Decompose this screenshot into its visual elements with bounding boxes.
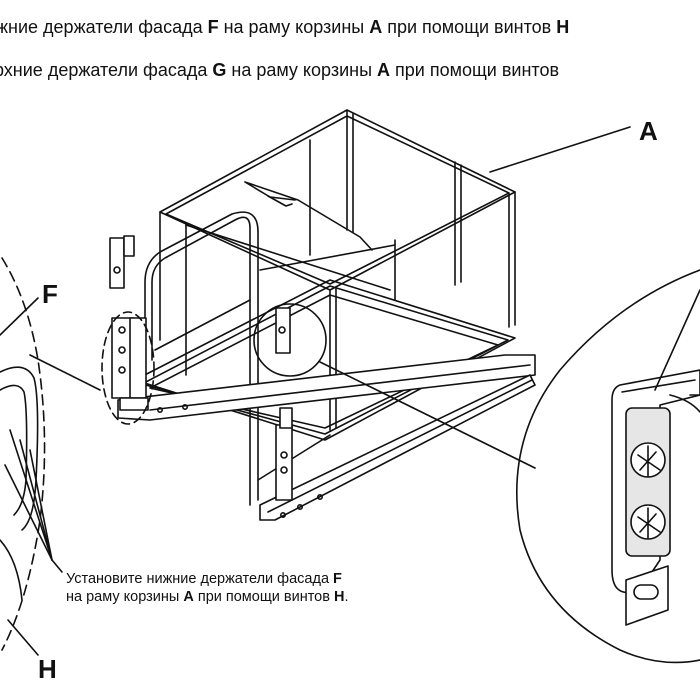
caption-line2-end: . — [344, 589, 349, 605]
front-holder-brackets — [109, 235, 293, 501]
caption-line-1: Установите нижние держатели фасада F — [66, 570, 349, 588]
leader-f — [0, 297, 39, 336]
leader-a — [489, 126, 631, 173]
line2-text-after: при помощи винтов — [390, 60, 560, 80]
caption-line-2: на раму корзины A при помощи винтов H. — [66, 588, 349, 606]
detail-ellipse-left — [101, 311, 155, 425]
leader-left — [29, 354, 101, 391]
caption-letter-f: F — [333, 571, 342, 587]
caption-line2-mid: при помощи винтов — [193, 589, 334, 605]
line1-letter-h: H — [556, 17, 570, 37]
line1-letter-a: A — [369, 17, 383, 37]
line2-text-mid: на раму корзины — [226, 60, 378, 80]
callout-label-f: F — [42, 279, 58, 309]
line1-text-start: жние держатели фасада — [0, 17, 208, 37]
detail-circle-center — [253, 303, 327, 377]
line1-text-mid: на раму корзины — [218, 17, 370, 37]
zoom-detail-left — [0, 257, 63, 656]
callout-label-h: H — [38, 654, 57, 684]
instruction-line-2: рхние держатели фасада G на раму корзины… — [0, 59, 559, 81]
caption-line2-text: на раму корзины — [66, 589, 184, 605]
basket-frame — [134, 109, 516, 506]
line2-text-start: рхние держатели фасада — [0, 60, 213, 80]
instruction-line-1: жние держатели фасада F на раму корзины … — [0, 16, 569, 38]
line2-letter-g: G — [212, 60, 227, 80]
zoom-detail-right — [515, 269, 700, 664]
callout-label-a: A — [639, 116, 658, 146]
slide-rails — [117, 354, 536, 521]
caption-letter-a: A — [183, 589, 194, 605]
line2-letter-a: A — [377, 60, 391, 80]
caption-letter-h: H — [333, 589, 345, 605]
leader-right — [319, 361, 536, 469]
instruction-caption: Установите нижние держатели фасада F на … — [66, 570, 349, 606]
line1-letter-f: F — [207, 17, 219, 37]
line1-text-after: при помощи винтов — [382, 17, 557, 37]
caption-line1-text: Установите нижние держатели фасада — [66, 571, 334, 587]
